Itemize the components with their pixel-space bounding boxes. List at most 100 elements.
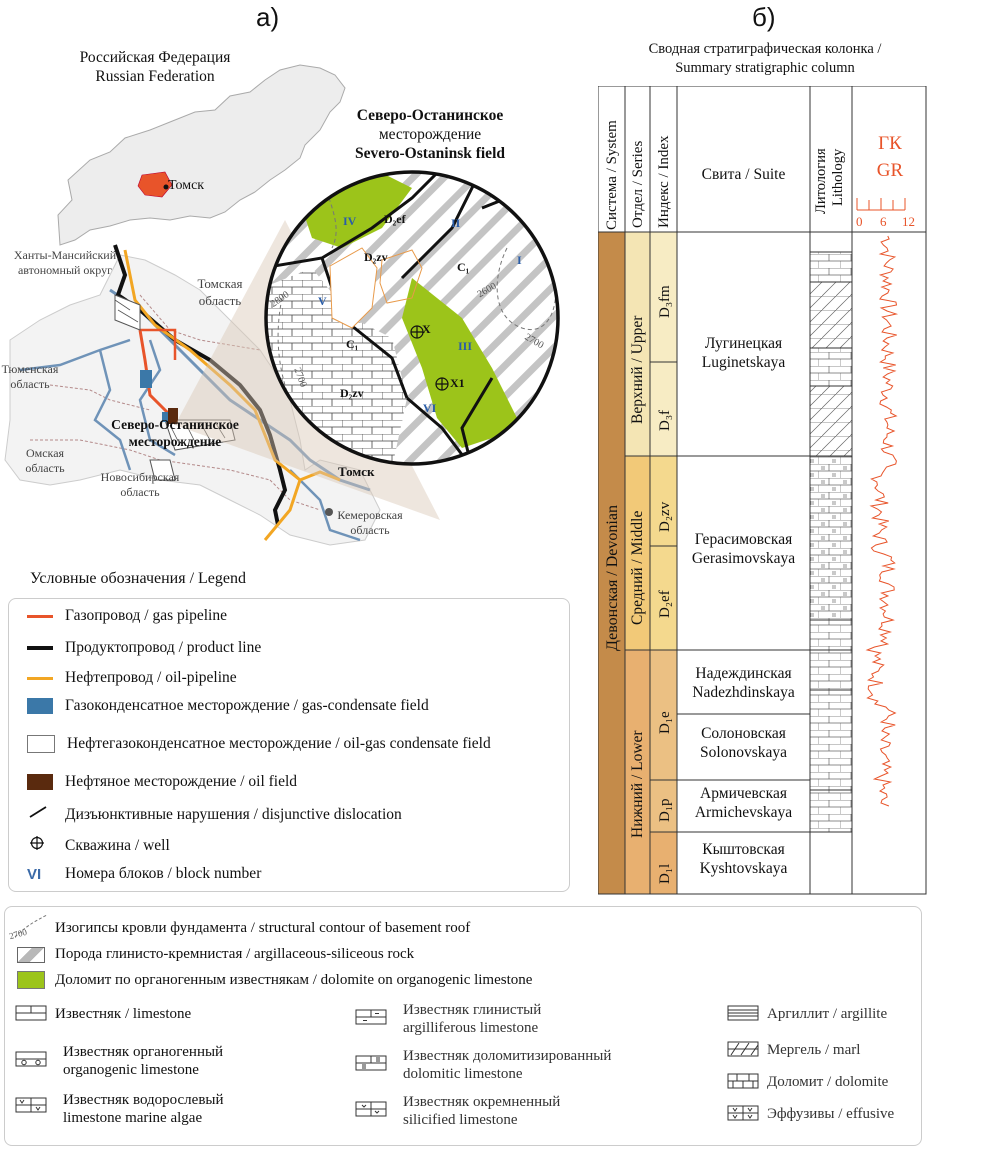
dolomite-organogenic-symbol [17,971,45,989]
region-tyumen-1: Тюменская [1,362,59,376]
product-line-symbol [27,646,53,650]
legend-title: Условные обозначения / Legend [30,570,246,587]
oil-field-symbol [27,774,53,790]
legend-top-box: Газопровод / gas pipeline Продуктопровод… [8,598,570,892]
gas-condensate-symbol [27,698,53,714]
block-vi: VI [423,401,437,415]
legend-silic-en: silicified limestone [403,1112,518,1128]
legend-organogenic-ru: Известняк органогенный [63,1044,224,1060]
region-novosib-2: область [120,485,160,499]
index-d3f: D₃f [657,409,673,431]
header-lithology-en: Lithology [830,148,846,206]
header-index: Индекс / Index [656,135,672,228]
index-d1e: D₁e [657,711,673,734]
block-ii: II [451,216,461,230]
region-khmao-1: Ханты-Мансийский [13,248,117,262]
gas-pipeline [138,329,177,422]
index-d3fm: D₃fm [657,285,673,318]
legend-argil-en: argilliferous limestone [403,1020,539,1036]
country-ru: Российская Федерация [79,49,231,66]
limestone-symbol [15,1005,47,1026]
block-number-symbol: VI [27,865,42,883]
stratum-d2zv-bottom: D₂zv [340,386,364,400]
dolomitic-limestone-symbol [355,1055,387,1076]
dolomite-area-iii [402,278,522,448]
well-x [410,325,424,339]
inset-title-en: Severo-Ostaninsk field [355,145,505,162]
suite-nadezhdinskaya-en: Nadezhdinskaya [692,684,795,701]
gr-tick-0: 0 [856,214,863,229]
region-omsk-2: область [25,461,65,475]
region-tomsk-2: область [198,293,242,308]
gr-log-curve [865,235,899,807]
legend-limestone: Известняк / limestone [55,1006,192,1022]
legend-dolomitic-ru: Известняк доломитизированный [403,1048,612,1064]
region-omsk-1: Омская [25,446,65,460]
argillite-symbol [727,1005,759,1026]
oil-pipeline [123,249,302,541]
legend-effusive: Эффузивы / effusive [767,1106,895,1122]
well-x1-label: X1 [450,376,465,390]
legend-product-line: Продуктопровод / product line [65,639,262,656]
suite-kyshtovskaya-en: Kyshtovskaya [699,860,788,877]
header-lithology-ru: Литология [813,148,829,214]
legend-bottom-box: 2700 Изогипсы кровли фундамента / struct… [4,906,922,1146]
fault-symbol [27,805,53,824]
series-middle: Средний / Middle [629,510,646,625]
country-en: Russian Federation [95,68,215,85]
legend-dolomite: Доломит / dolomite [767,1074,889,1090]
region-tyumen-2: область [10,377,50,391]
suite-solonovskaya-ru: Солоновская [701,725,786,742]
legend-gas-condensate: Газоконденсатное месторождение / gas-con… [65,697,429,714]
suite-kyshtovskaya-ru: Кыштовская [702,841,785,858]
index-d1l: D₁l [657,863,673,884]
header-gr-en: GR [876,160,904,181]
field-label-ru-1: Северо-Останинское [111,417,239,432]
index-d1p: D₁p [657,798,673,822]
inset-title-ru-1: Северо-Останинское [356,107,504,124]
legend-contour: Изогипсы кровли фундамента / structural … [55,920,471,936]
gr-tick-12: 12 [902,214,915,229]
legend-argillite: Аргиллит / argillite [767,1006,888,1022]
column-title-2: Summary stratigraphic column [675,60,855,76]
gas-pipeline-symbol [27,614,53,618]
oil-pipeline-symbol [27,676,53,680]
index-d2zv: D₂zv [657,501,673,532]
block-iii: III [458,339,473,353]
region-tomsk-1: Томская [197,276,243,291]
index-d2ef: D₂ef [657,590,673,618]
city-label: Томск [168,178,205,193]
legend-algae-en: limestone marine algae [63,1110,203,1126]
header-suite: Свита / Suite [701,166,786,183]
legend-marl: Мергель / marl [767,1042,861,1058]
well-symbol [27,835,53,856]
field-inset [264,170,560,466]
suite-luginetskaya-en: Luginetskaya [701,354,786,371]
stratum-d2ef: D₂ef [384,212,406,226]
suite-nadezhdinskaya-ru: Надеждинская [695,665,792,682]
suite-armichevskaya-en: Armichevskaya [694,804,793,821]
silicified-limestone-symbol [355,1101,387,1122]
russia-outline [57,64,346,246]
block-iv: IV [343,214,357,228]
stratigraphic-column [598,86,927,895]
legend-oil-pipeline: Нефтепровод / oil-pipeline [65,669,237,686]
region-map [4,254,381,546]
field-label-ru-2: месторождение [128,434,222,449]
suite-gerasimovskaya-ru: Герасимовская [694,531,793,548]
legend-argil-ru: Известняк глинистый [403,1002,542,1018]
legend-argillaceous: Порода глинисто-кремнистая / argillaceou… [55,946,415,962]
effusive-symbol [727,1105,759,1126]
suite-luginetskaya-ru: Лугинецкая [704,335,783,352]
legend-algae-ru: Известняк водорослевый [63,1092,224,1108]
oil-gas-condensate-symbol [27,735,55,753]
suite-armichevskaya-ru: Армичевская [700,785,787,802]
product-line [113,244,288,526]
legend-organogenic-en: organogenic limestone [63,1062,199,1078]
stratum-d2zv-top: D₂zv [364,250,388,264]
system-devonian: Девонская / Devonian [604,505,621,651]
panel-a-label: а) [256,2,280,32]
tomsk-city-label: Томск [338,464,375,479]
gr-tick-6: 6 [880,214,887,229]
legend-well: Скважина / well [65,836,170,854]
